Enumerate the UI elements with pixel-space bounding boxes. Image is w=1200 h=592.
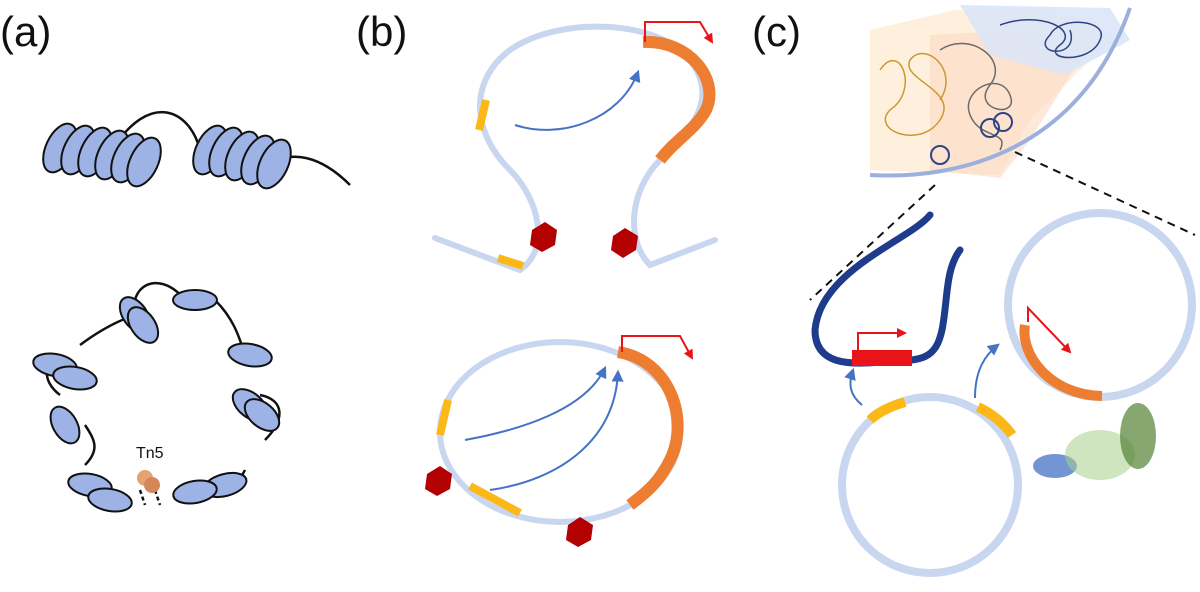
nuclear-envelope [869,7,1132,178]
ecdna-circle [993,112,1013,132]
shared-loop [425,335,693,547]
transcription-factors [1033,403,1156,480]
chromatin-loop-strand [432,23,718,274]
nucleosome-ring [32,289,281,513]
nucleus-territories [869,5,1132,178]
territory-blue [960,5,1130,75]
enhancer-promoter-arrow [514,69,641,131]
chromosome-yellow [879,52,947,137]
panel-b: (b) [356,8,718,547]
zoom-line [1014,151,1196,236]
enhancer-segment [436,399,452,436]
enhancer-promoter-arrow [489,369,624,491]
enhancer-segment [975,402,1017,438]
enhancer-segment [475,99,490,131]
panel-a: (a) [0,8,351,513]
tf-blob-lightgreen [1065,430,1135,480]
enhancer-segment [496,254,525,270]
open-chromatin: Tn5 [32,281,281,513]
enhancer-promoter-arrow [844,367,863,406]
chromosomal-locus [811,211,964,367]
gene-segment [642,35,716,164]
zoom-line [809,184,936,301]
panel-c: (c) [752,5,1196,577]
insulated-loop [432,21,718,274]
ecdna-circle [980,118,1000,138]
tn5-label: Tn5 [136,445,164,462]
promoter-arrow [857,328,907,350]
tf-blob-darkgreen [1120,403,1156,469]
cut-site [138,489,162,506]
compact-chromatin [42,110,351,190]
ecdna-circle-strand [838,393,1022,577]
promoter-arrow [621,335,693,360]
enhancer-promoter-arrow [464,365,607,441]
tn5-enzyme [137,470,160,493]
insulator-protein [566,517,593,547]
enhancer-segment [468,482,522,517]
chromosome-gray [939,42,1013,151]
chromosome-blue [999,18,1103,59]
insulator-protein [425,466,452,496]
enhancer-segment [866,397,907,424]
gene-on-chromosome [852,350,912,366]
gene-segment [1019,324,1103,401]
ecdna-plasmid-upper [1004,209,1196,401]
insulator-protein [530,222,557,252]
promoter-arrow [644,21,714,44]
panel-label-c: (c) [752,8,801,55]
gene-segment [616,346,684,510]
enhancer-promoter-arrow [974,343,1000,399]
nucleosome-stack-left [42,122,162,188]
insulator-protein [611,228,638,258]
nucleosome-stack-right [192,124,292,190]
panel-label-a: (a) [0,8,51,55]
ecdna-circle [930,145,950,165]
panel-label-b: (b) [356,8,407,55]
ecdna-plasmid-lower [838,343,1022,577]
chromosome-strand [811,211,964,367]
promoter-arrow [1027,305,1072,354]
